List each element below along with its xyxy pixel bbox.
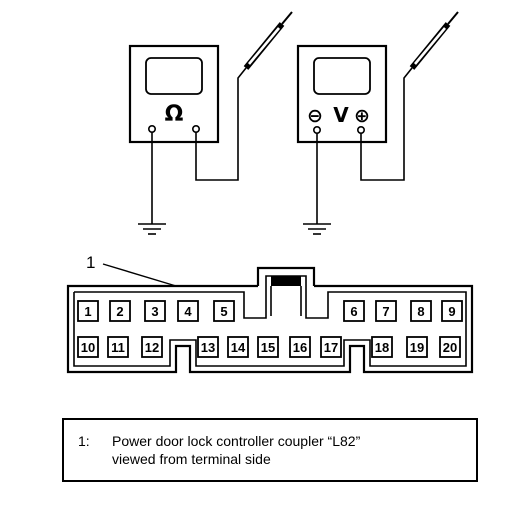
callout-leader (102, 263, 177, 287)
ohm-symbol: Ω (165, 102, 184, 127)
ground-icon (303, 223, 331, 235)
terminal-20: 20 (439, 336, 461, 358)
terminal-label: 8 (417, 304, 424, 319)
voltmeter-negative-jack (312, 126, 321, 135)
terminal-label: 15 (261, 340, 275, 355)
legend-description-line1: Power door lock controller coupler “L82” (112, 433, 361, 449)
connector-housing (66, 266, 474, 374)
ohmmeter-negative-jack (148, 125, 157, 134)
terminal-label: 17 (324, 340, 338, 355)
terminal-5: 5 (213, 300, 235, 322)
voltmeter-positive-jack (356, 126, 365, 135)
ohmmeter: Ω (128, 44, 220, 144)
terminal-label: 1 (84, 304, 91, 319)
terminal-14: 14 (227, 336, 249, 358)
terminal-label: 18 (375, 340, 389, 355)
terminal-18: 18 (371, 336, 393, 358)
ground-icon (138, 223, 166, 235)
connector-top-row: 1 2 3 4 5 6 7 8 9 (77, 300, 463, 322)
terminal-label: 6 (350, 304, 357, 319)
terminal-15: 15 (257, 336, 279, 358)
terminal-label: 9 (448, 304, 455, 319)
terminal-2: 2 (109, 300, 131, 322)
voltmeter-positive-symbol: ⊕ (354, 105, 370, 127)
terminal-12: 12 (141, 336, 163, 358)
ohmmeter-probe-lead (195, 67, 247, 181)
terminal-label: 19 (410, 340, 424, 355)
legend-number: 1: (78, 433, 90, 449)
terminal-16: 16 (289, 336, 311, 358)
legend-box: 1: Power door lock controller coupler “L… (62, 418, 478, 482)
terminal-label: 14 (231, 340, 246, 355)
voltmeter-negative-symbol: ⊖ (307, 105, 323, 127)
terminal-label: 11 (111, 340, 125, 355)
voltmeter: ⊖ V ⊕ (296, 44, 388, 144)
terminal-label: 3 (151, 304, 158, 319)
ohmmeter-positive-jack (192, 125, 201, 134)
terminal-3: 3 (144, 300, 166, 322)
terminal-label: 16 (293, 340, 307, 355)
terminal-label: 4 (184, 304, 192, 319)
terminal-9: 9 (441, 300, 463, 322)
probe-icon (243, 11, 293, 70)
terminal-label: 5 (220, 304, 227, 319)
voltmeter-letter: V (333, 103, 349, 127)
terminal-label: 13 (201, 340, 215, 355)
terminal-label: 7 (382, 304, 389, 319)
voltmeter-probe-lead (360, 67, 413, 181)
terminal-7: 7 (375, 300, 397, 322)
connector-bottom-row: 10 11 12 13 14 15 16 17 18 19 20 (77, 336, 461, 358)
terminal-label: 2 (116, 304, 123, 319)
probe-icon (409, 11, 459, 70)
terminal-4: 4 (177, 300, 199, 322)
terminal-label: 10 (81, 340, 95, 355)
terminal-19: 19 (406, 336, 428, 358)
terminal-label: 20 (443, 340, 457, 355)
terminal-17: 17 (320, 336, 342, 358)
terminal-8: 8 (410, 300, 432, 322)
terminal-6: 6 (343, 300, 365, 322)
terminal-1: 1 (77, 300, 99, 322)
terminal-13: 13 (197, 336, 219, 358)
terminal-label: 12 (145, 340, 159, 355)
callout-number: 1 (86, 253, 95, 272)
terminal-10: 10 (77, 336, 99, 358)
legend-description-line2: viewed from terminal side (112, 451, 271, 467)
terminal-11: 11 (107, 336, 129, 358)
